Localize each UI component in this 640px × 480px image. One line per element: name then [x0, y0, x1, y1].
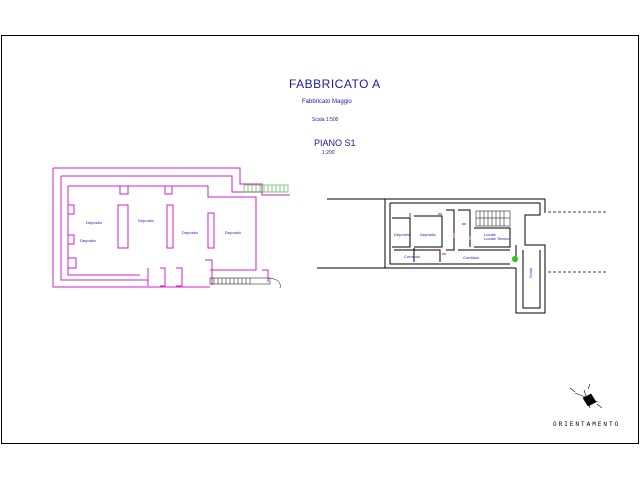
- left-stair: [243, 184, 289, 193]
- drawing-subtitle: Fabbricato Maggio: [302, 99, 352, 105]
- orientation-label: ORIENTAMENTO: [553, 421, 621, 428]
- room-label: Locale Tecnico: [484, 236, 511, 241]
- drawing-frame: [1, 35, 639, 444]
- location-marker: [512, 256, 518, 262]
- scale-label: 1:200: [322, 150, 335, 156]
- right-floor-plan: [317, 198, 546, 314]
- room-label: Corridoio: [404, 254, 421, 259]
- room-label: Deposito: [182, 230, 199, 235]
- door-markers: [409, 213, 471, 255]
- room-label: Scala: [528, 267, 533, 278]
- left-room-labels: Deposito Deposito Deposito Deposito Depo…: [80, 218, 242, 243]
- room-label: Deposito: [80, 238, 97, 243]
- room-label: Deposito: [394, 232, 411, 237]
- room-label: Deposito: [420, 232, 437, 237]
- room-label: Corridoio: [463, 255, 480, 260]
- drawing-title: FABBRICATO A: [289, 77, 381, 91]
- right-stair: [475, 210, 511, 227]
- north-arrow-icon: [569, 383, 603, 409]
- room-label: Deposito: [86, 220, 103, 225]
- left-floor-plan: [52, 167, 290, 288]
- floor-label: PIANO S1: [314, 138, 356, 148]
- right-room-labels: Deposito Deposito Locale Corridoio Local…: [394, 232, 533, 278]
- drawing-scale-note: Scala 1:500: [312, 117, 339, 123]
- left-bottom-stair: [209, 277, 281, 289]
- room-label: Deposito: [225, 230, 242, 235]
- room-label: Locale: [484, 232, 497, 237]
- dashed-boundaries: [548, 211, 608, 273]
- room-label: Deposito: [138, 218, 155, 223]
